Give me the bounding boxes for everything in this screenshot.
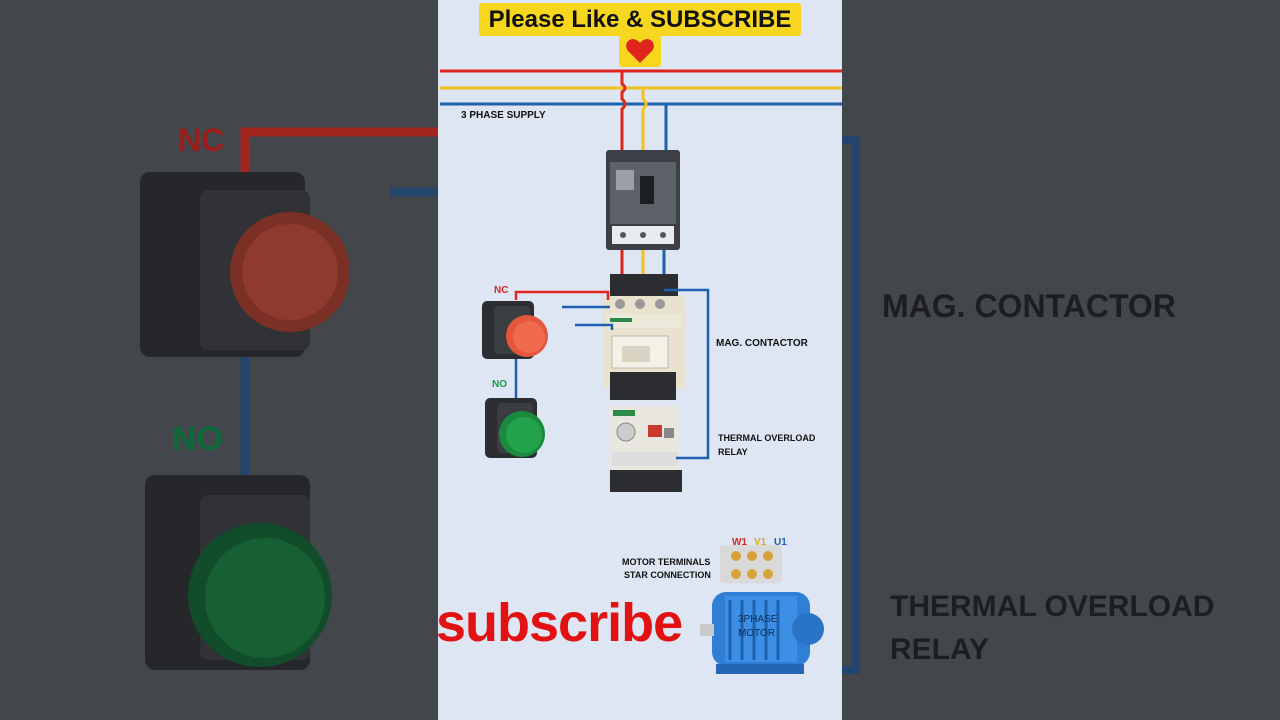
ghost-nc-label: NC [178,122,225,158]
contactor-label: MAG. CONTACTOR [716,338,808,349]
contactor-icon [603,274,685,400]
motor-terminal-block-icon [720,545,782,583]
subscribe-overlay-text[interactable]: subscribe [436,593,683,653]
circuit-breaker-icon [606,150,680,250]
nc-label: NC [494,285,509,296]
ghost-relay-line1: THERMAL OVERLOAD [890,590,1215,623]
heart-icon [626,39,654,63]
ghost-contactor-label: MAG. CONTACTOR [882,288,1176,324]
ghost-no-label: NO [172,420,223,458]
motor-terminals-line1: MOTOR TERMINALS [622,557,711,567]
relay-label-line1: THERMAL OVERLOAD [718,433,816,443]
terminal-u1-label: U1 [774,537,787,548]
terminal-v1-label: V1 [754,537,767,548]
no-label: NO [492,379,507,390]
push-button-no-icon [485,398,545,458]
overload-relay-icon [610,406,682,492]
motor-icon [700,592,824,674]
relay-label-line2: RELAY [718,447,748,457]
motor-terminals-line2: STAR CONNECTION [624,570,711,580]
push-button-nc-icon [482,301,548,359]
supply-label: 3 PHASE SUPPLY [461,110,546,121]
heart-badge [619,35,661,67]
motor-label-line1: 3PHASE [738,614,778,625]
background-right [842,0,1280,720]
motor-label-line2: MOTOR [738,628,776,639]
terminal-w1-label: W1 [732,537,747,548]
ghost-relay-line2: RELAY [890,633,989,666]
subscribe-banner: Please Like & SUBSCRIBE [479,3,801,36]
